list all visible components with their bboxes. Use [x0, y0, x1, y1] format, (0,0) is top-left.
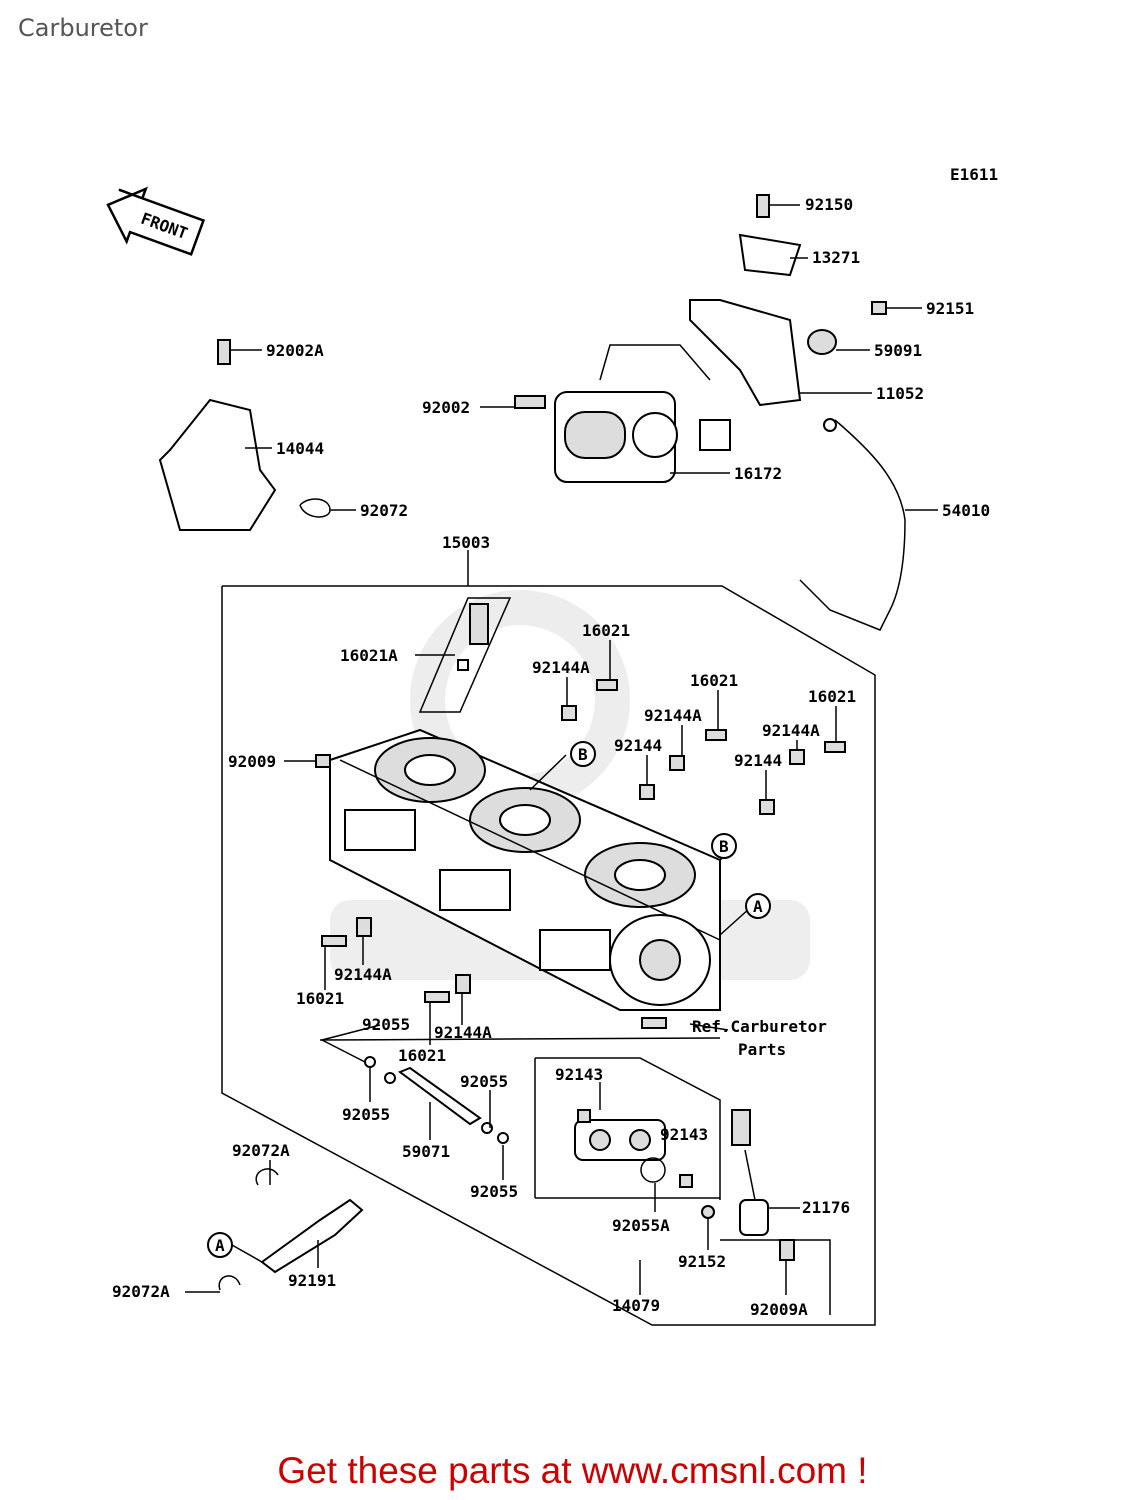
callout: 16021A: [340, 646, 398, 665]
callout: 16021: [808, 687, 856, 706]
callout: 92143: [555, 1065, 603, 1084]
callout: 92144A: [434, 1023, 492, 1042]
callout-labels: 92150 13271 92151 59091 11052 92002A 920…: [112, 195, 990, 1319]
callout: 92055: [342, 1105, 390, 1124]
callout: 15003: [442, 533, 490, 552]
callout: 16021: [398, 1046, 446, 1065]
front-arrow-icon: FRONT: [106, 186, 206, 256]
motor-assembly: [554, 344, 731, 483]
callout: 16172: [734, 464, 782, 483]
callout: 54010: [942, 501, 990, 520]
callout: 21176: [802, 1198, 850, 1217]
callout: 92072A: [112, 1282, 170, 1301]
callout: B: [578, 745, 588, 764]
callout: 59091: [874, 341, 922, 360]
callout: 92055: [362, 1015, 410, 1034]
screws: [315, 679, 846, 1029]
bolt-92002: [514, 395, 546, 409]
callout: 92150: [805, 195, 853, 214]
cap-59091: [807, 329, 837, 355]
plate: [738, 233, 802, 277]
callout: 16021: [582, 621, 630, 640]
bracket-14044: [158, 339, 277, 531]
ref-circles: [207, 741, 771, 1258]
callout: 92002A: [266, 341, 324, 360]
callout: 92072A: [232, 1141, 290, 1160]
callout: A: [753, 897, 763, 916]
callout: 16021: [690, 671, 738, 690]
hose-92191: [218, 1168, 364, 1291]
callout: 92009: [228, 752, 276, 771]
callout: 92072: [360, 501, 408, 520]
callout: 92055A: [612, 1216, 670, 1235]
holder-assembly: [574, 1109, 693, 1188]
choke-lever: [701, 1109, 795, 1261]
callout: 14044: [276, 439, 324, 458]
cable-harness: [799, 418, 906, 631]
callout: 14079: [612, 1296, 660, 1315]
page-title: Carburetor: [18, 14, 148, 42]
callout: Ref.Carburetor: [692, 1017, 827, 1036]
callout: 92151: [926, 299, 974, 318]
bracket: [689, 299, 802, 407]
assembly-boundary: [221, 585, 876, 1326]
callout: 16021: [296, 989, 344, 1008]
callout: 92144A: [334, 965, 392, 984]
callout: B: [719, 837, 729, 856]
callout: 92002: [422, 398, 470, 417]
clip-92072: [299, 498, 331, 518]
callout: 92144A: [762, 721, 820, 740]
callout: 92152: [678, 1252, 726, 1271]
callout: 92144A: [532, 658, 590, 677]
pipe-59071: [364, 1056, 509, 1144]
callout: 92009A: [750, 1300, 808, 1319]
callout: 92144: [614, 736, 662, 755]
callout: 92143: [660, 1125, 708, 1144]
callout: 92191: [288, 1271, 336, 1290]
callout: 92144: [734, 751, 782, 770]
callout: 59071: [402, 1142, 450, 1161]
callout: 11052: [876, 384, 924, 403]
pilot-screw-group: [418, 597, 512, 713]
carburetor-bank: [329, 728, 721, 1011]
springs: [356, 705, 805, 994]
cta-link[interactable]: Get these parts at www.cmsnl.com !: [277, 1450, 868, 1491]
leader-lines: [185, 204, 938, 1295]
bolt-top: [756, 194, 770, 218]
diagram-code: E1611: [950, 165, 998, 184]
callout: 92144A: [644, 706, 702, 725]
screw-92151: [871, 301, 887, 315]
callout: 92055: [460, 1072, 508, 1091]
callout: Parts: [738, 1040, 786, 1059]
exploded-parts-diagram: E1611 FRONT: [106, 165, 998, 1326]
callout: A: [215, 1236, 225, 1255]
callout: 13271: [812, 248, 860, 267]
callout: 92055: [470, 1182, 518, 1201]
